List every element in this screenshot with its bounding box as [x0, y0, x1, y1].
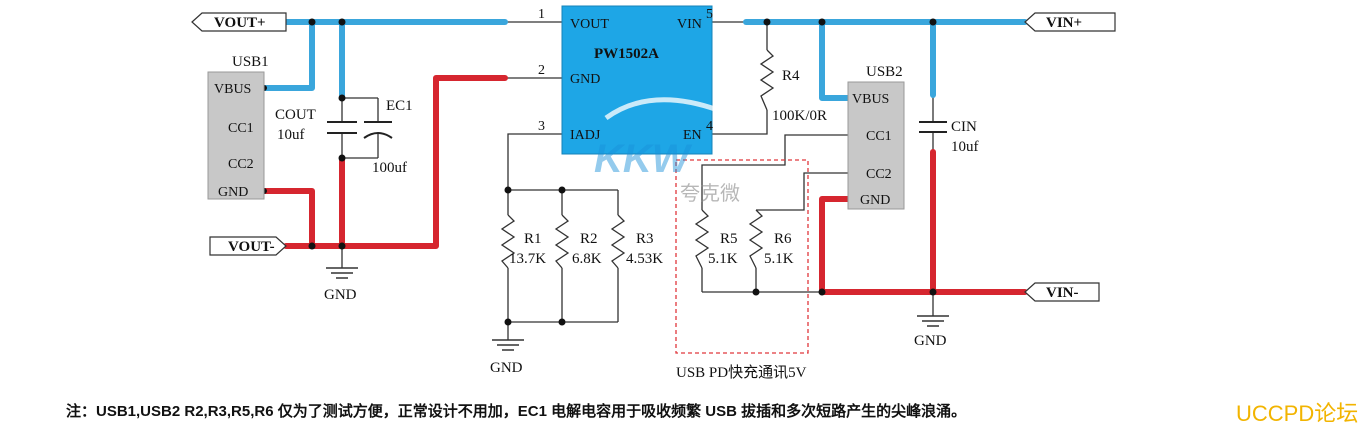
r6-value: 5.1K — [764, 251, 794, 267]
gnd-symbol-right: GND — [914, 315, 949, 349]
ic-pin2-num: 2 — [538, 63, 545, 78]
r3-value: 4.53K — [626, 251, 663, 267]
gnd-symbol-middle: GND — [490, 339, 524, 376]
vin-minus-label: VIN- — [1046, 285, 1079, 301]
resistor-r2: R2 6.8K — [554, 214, 602, 269]
junction-dots — [261, 18, 937, 326]
r1-value: 13.7K — [509, 251, 546, 267]
usb1-gnd-trace — [261, 188, 315, 249]
ic-pin1-num: 1 — [538, 7, 545, 22]
ic-pin4-num: 4 — [706, 119, 713, 134]
port-vout-plus: VOUT+ — [191, 12, 287, 32]
r5-ref: R5 — [720, 231, 738, 247]
r1-ref: R1 — [524, 231, 542, 247]
gnd-symbol-left: GND — [324, 267, 358, 303]
r2-ref: R2 — [580, 231, 598, 247]
port-vin-minus: VIN- — [1024, 282, 1100, 302]
pd-box-label: USB PD快充通讯5V — [676, 364, 807, 381]
vout-minus-rail — [283, 75, 508, 249]
usb2-ref: USB2 — [866, 64, 903, 80]
gnd-label-right: GND — [914, 333, 947, 349]
vout-minus-label: VOUT- — [228, 239, 275, 255]
gnd-label-left: GND — [324, 287, 357, 303]
r2-value: 6.8K — [572, 251, 602, 267]
usb2-gnd-trace — [819, 196, 853, 295]
r3-ref: R3 — [636, 231, 654, 247]
usb2-pin-cc1: CC1 — [866, 129, 892, 144]
resistor-r5: R5 5.1K — [694, 209, 738, 269]
resistor-r4: R4 100K/0R — [759, 49, 827, 124]
cout-value: 10uf — [277, 127, 305, 143]
capacitor-ec1: EC1 100uf — [363, 98, 413, 176]
watermark-swoosh-icon — [604, 97, 719, 121]
ec1-value: 100uf — [372, 160, 407, 176]
r4-ref: R4 — [782, 68, 800, 84]
ic-pin5-num: 5 — [706, 7, 713, 22]
ic-pin2-name: GND — [570, 72, 600, 87]
vout-plus-label: VOUT+ — [214, 15, 266, 31]
usb1-connector: USB1 VBUS CC1 CC2 GND — [207, 54, 269, 200]
footnote: 注：USB1,USB2 R2,R3,R5,R6 仅为了测试方便，正常设计不用加，… — [66, 402, 966, 420]
usb2-connector: USB2 VBUS CC1 CC2 GND — [847, 64, 905, 210]
ic-part-number: PW1502A — [594, 46, 659, 62]
r4-value: 100K/0R — [772, 108, 827, 124]
resistor-r6: R6 5.1K — [748, 209, 794, 269]
cout-ref: COUT — [275, 107, 316, 123]
cin-ref: CIN — [951, 119, 977, 135]
usb1-pin-cc1: CC1 — [228, 121, 254, 136]
port-vout-minus: VOUT- — [209, 236, 287, 256]
pw1502a-ic: PW1502A VOUT GND IADJ VIN EN 1 2 3 4 5 — [538, 5, 713, 155]
usb1-pin-gnd: GND — [218, 185, 248, 200]
watermark-text: KKW — [594, 137, 693, 181]
ground-rail — [261, 75, 1028, 295]
gnd-label-middle: GND — [490, 360, 523, 376]
vin-plus-label: VIN+ — [1046, 15, 1082, 31]
resistor-r1: R1 13.7K — [500, 214, 546, 269]
r5-value: 5.1K — [708, 251, 738, 267]
usb1-pin-vbus: VBUS — [214, 82, 251, 97]
usb1-pin-cc2: CC2 — [228, 157, 254, 172]
r6-ref: R6 — [774, 231, 792, 247]
port-vin-plus: VIN+ — [1024, 12, 1116, 32]
usb2-pin-gnd: GND — [860, 193, 890, 208]
usb2-pin-cc2: CC2 — [866, 167, 892, 182]
resistor-r3: R3 4.53K — [610, 214, 663, 269]
ic-pin1-name: VOUT — [570, 17, 609, 32]
ec1-ref: EC1 — [386, 98, 413, 114]
watermark-subtext: 夸克微 — [680, 182, 740, 205]
usb2-pin-vbus: VBUS — [852, 92, 889, 107]
usb1-vbus-trace — [261, 19, 315, 91]
capacitor-cout: COUT 10uf — [275, 107, 357, 143]
positive-rail — [261, 19, 1028, 101]
ic-pin3-name: IADJ — [570, 128, 601, 143]
capacitor-cin: CIN 10uf — [919, 119, 979, 155]
usb1-ref: USB1 — [232, 54, 269, 70]
forum-name: UCCPD论坛 — [1236, 401, 1358, 426]
cin-value: 10uf — [951, 139, 979, 155]
ic-pin5-name: VIN — [677, 17, 702, 32]
kkw-watermark: KKW 夸克微 — [594, 97, 740, 205]
ic-pin4-name: EN — [683, 128, 702, 143]
ic-pin3-num: 3 — [538, 119, 545, 134]
usb2-vbus-trace — [819, 19, 853, 101]
usb-pd-box: USB PD快充通讯5V — [675, 159, 809, 381]
